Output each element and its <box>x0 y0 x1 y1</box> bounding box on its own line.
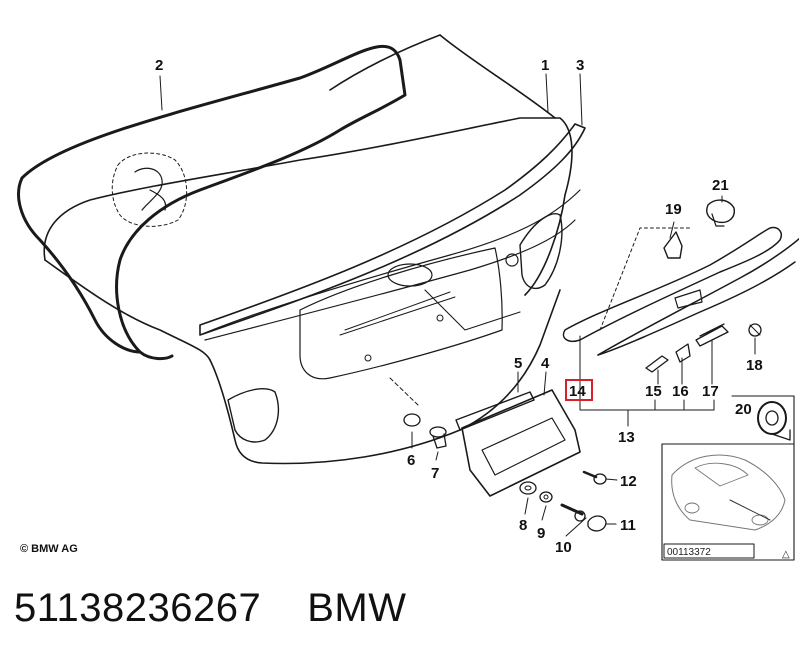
callout-18: 18 <box>746 357 763 374</box>
washer-6-drawing <box>403 413 421 427</box>
callout-10: 10 <box>555 539 572 556</box>
callout-14: 14 <box>569 383 586 400</box>
rubber-strip-drawing <box>455 391 535 431</box>
callout-20: 20 <box>735 401 752 418</box>
callout-9: 9 <box>537 525 545 542</box>
clip-21-drawing <box>706 199 735 227</box>
screw-18-drawing <box>748 323 762 337</box>
callout-1: 1 <box>541 57 549 74</box>
cap-11-drawing <box>587 515 607 532</box>
callout-7: 7 <box>431 465 439 482</box>
strip-17-drawing <box>695 323 729 347</box>
callout-6: 6 <box>407 452 415 469</box>
spoiler-strip-drawing <box>199 123 586 336</box>
copyright-text: © BMW AG <box>20 543 78 555</box>
trunk-lid-drawing <box>43 34 581 465</box>
washer-9-drawing <box>539 491 553 503</box>
highlight-box <box>565 379 593 401</box>
handle-trim-drawing <box>562 226 799 356</box>
callout-2: 2 <box>155 57 163 74</box>
callout-4: 4 <box>541 355 550 372</box>
callout-17: 17 <box>702 383 719 400</box>
part-number-footer: 51138236267 BMW <box>14 586 453 631</box>
callout-labels: 2 1 3 21 19 18 5 4 14 15 16 17 20 13 6 7… <box>155 57 763 556</box>
callout-12: 12 <box>620 473 637 490</box>
drawing-number: 00113372 <box>667 547 711 558</box>
callout-8: 8 <box>519 517 527 534</box>
callout-16: 16 <box>672 383 689 400</box>
screw-10-drawing <box>560 503 586 522</box>
screw-12-drawing <box>582 470 607 485</box>
callout-21: 21 <box>712 177 729 194</box>
vehicle-inset <box>661 443 795 561</box>
callout-15: 15 <box>645 383 662 400</box>
callout-5: 5 <box>514 355 522 372</box>
clip-19-drawing <box>663 231 683 259</box>
callout-19: 19 <box>665 201 682 218</box>
trunk-seal-drawing <box>17 44 407 361</box>
part-number: 51138236267 <box>14 586 262 630</box>
grommet-7-drawing <box>429 426 447 449</box>
leader-lines <box>159 73 756 537</box>
callout-3: 3 <box>576 57 584 74</box>
callout-13: 13 <box>618 429 635 446</box>
callout-11: 11 <box>620 517 636 534</box>
brand-name: BMW <box>307 586 407 630</box>
tape-roll-drawing <box>731 395 795 445</box>
nut-8-drawing <box>519 481 537 495</box>
detail-clip-drawing <box>111 152 188 227</box>
strip-16-drawing <box>675 343 691 363</box>
strip-15-drawing <box>645 355 669 373</box>
warning-mark: △ <box>782 549 790 560</box>
plate-bracket-drawing <box>461 389 581 497</box>
